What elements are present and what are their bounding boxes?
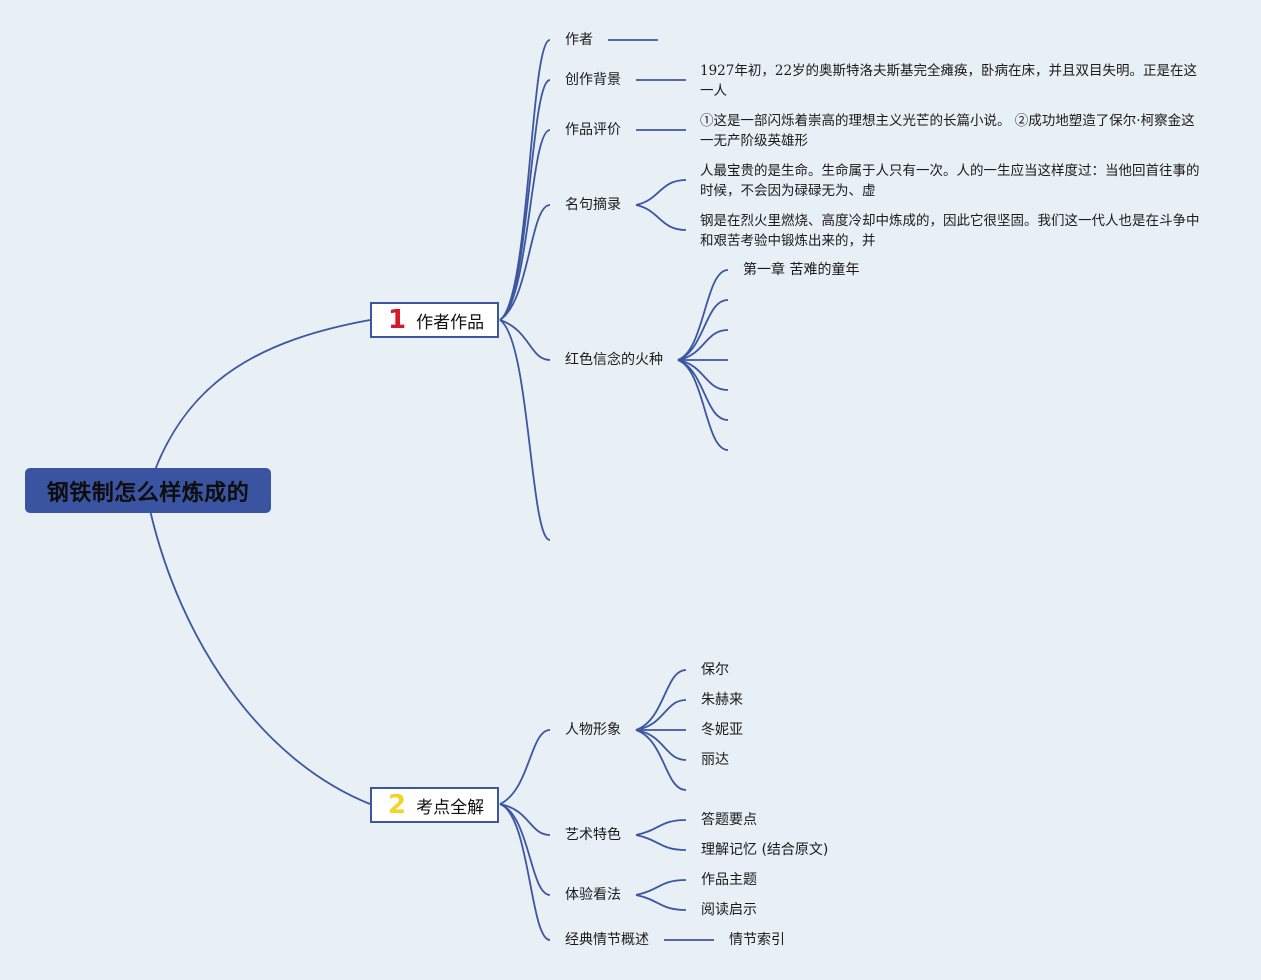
root-topic[interactable]: 钢铁制怎么样炼成的 — [25, 468, 271, 513]
edge-fire-ch6 — [677, 359, 729, 421]
branch-number-2: 2 — [388, 790, 407, 820]
topic-character-2[interactable]: 朱赫来 — [701, 692, 743, 708]
root-title: 钢铁制怎么样炼成的 — [46, 480, 250, 506]
topic-chapter-1[interactable]: 第一章 苦难的童年 — [743, 262, 860, 278]
topic-evaluation[interactable]: 作品评价 — [565, 122, 621, 138]
branch-label: 作者作品 — [416, 312, 485, 333]
edge-fire-ch3 — [677, 329, 729, 361]
branch-label: 考点全解 — [416, 797, 485, 818]
topic-characters[interactable]: 人物形象 — [565, 722, 621, 738]
topic-character-1[interactable]: 保尔 — [701, 662, 729, 678]
edge-char-2 — [635, 699, 687, 731]
topic-red-faith[interactable]: 红色信念的火种 — [565, 352, 663, 368]
topic-background[interactable]: 创作背景 — [565, 72, 621, 88]
edge-b2-characters — [499, 729, 551, 805]
edge-char-1 — [635, 669, 687, 731]
branch-exam-points[interactable]: 2 考点全解 — [370, 787, 499, 823]
edge-art-2 — [635, 834, 687, 851]
topic-experience-1[interactable]: 作品主题 — [701, 872, 757, 888]
topic-experience-2[interactable]: 阅读启示 — [701, 902, 757, 918]
edge-b1-evaluation — [499, 129, 551, 321]
note-background[interactable]: 1927年初，22岁的奥斯特洛夫斯基完全瘫痪，卧病在床，并且双目失明。正是在这一… — [700, 63, 1198, 99]
topic-character-4[interactable]: 丽达 — [701, 752, 729, 768]
topic-quotes[interactable]: 名句摘录 — [565, 197, 621, 213]
topic-art-2[interactable]: 理解记忆 (结合原文) — [701, 842, 829, 858]
edge-fire-ch5 — [677, 359, 729, 391]
edge-b1-background — [499, 79, 551, 321]
edge-b1-empty — [499, 319, 551, 541]
edge-b1-quotes — [499, 204, 551, 321]
note-quote-2[interactable]: 钢是在烈火里燃烧、高度冷却中炼成的，因此它很坚固。我们这一代人也是在斗争中和艰苦… — [700, 213, 1200, 249]
edge-fire-ch2 — [677, 299, 729, 361]
edge-b1-fire — [499, 319, 551, 361]
edge-root-branch1 — [154, 319, 371, 471]
topic-experience[interactable]: 体验看法 — [565, 887, 621, 903]
edge-char-5 — [635, 729, 687, 791]
edge-b2-plot — [499, 803, 551, 941]
edge-art-1 — [635, 819, 687, 836]
note-evaluation[interactable]: ①这是一部闪烁着崇高的理想主义光芒的长篇小说。 ②成功地塑造了保尔·柯察金这一无… — [700, 113, 1195, 149]
edge-fire-ch7 — [677, 359, 729, 451]
edge-b1-author — [499, 39, 551, 321]
edge-fire-ch1 — [677, 269, 729, 361]
topic-art-1[interactable]: 答题要点 — [701, 812, 757, 828]
topic-author[interactable]: 作者 — [565, 32, 593, 48]
note-quote-1[interactable]: 人最宝贵的是生命。生命属于人只有一次。人的一生应当这样度过：当他回首往事的时候，… — [700, 163, 1200, 199]
branch-number-1: 1 — [388, 305, 407, 335]
edge-char-4 — [635, 729, 687, 761]
topic-plot-index[interactable]: 情节索引 — [729, 932, 785, 948]
topic-plot[interactable]: 经典情节概述 — [565, 932, 649, 948]
edge-quotes-q1 — [635, 179, 687, 206]
edge-quotes-q2 — [635, 204, 687, 231]
edge-exp-1 — [635, 879, 687, 896]
edge-b2-art — [499, 803, 551, 836]
branch-author-works[interactable]: 1 作者作品 — [370, 302, 499, 338]
edge-exp-2 — [635, 894, 687, 911]
topic-art[interactable]: 艺术特色 — [565, 827, 621, 843]
topic-character-3[interactable]: 冬妮亚 — [701, 722, 743, 738]
edge-root-branch2 — [149, 509, 371, 805]
